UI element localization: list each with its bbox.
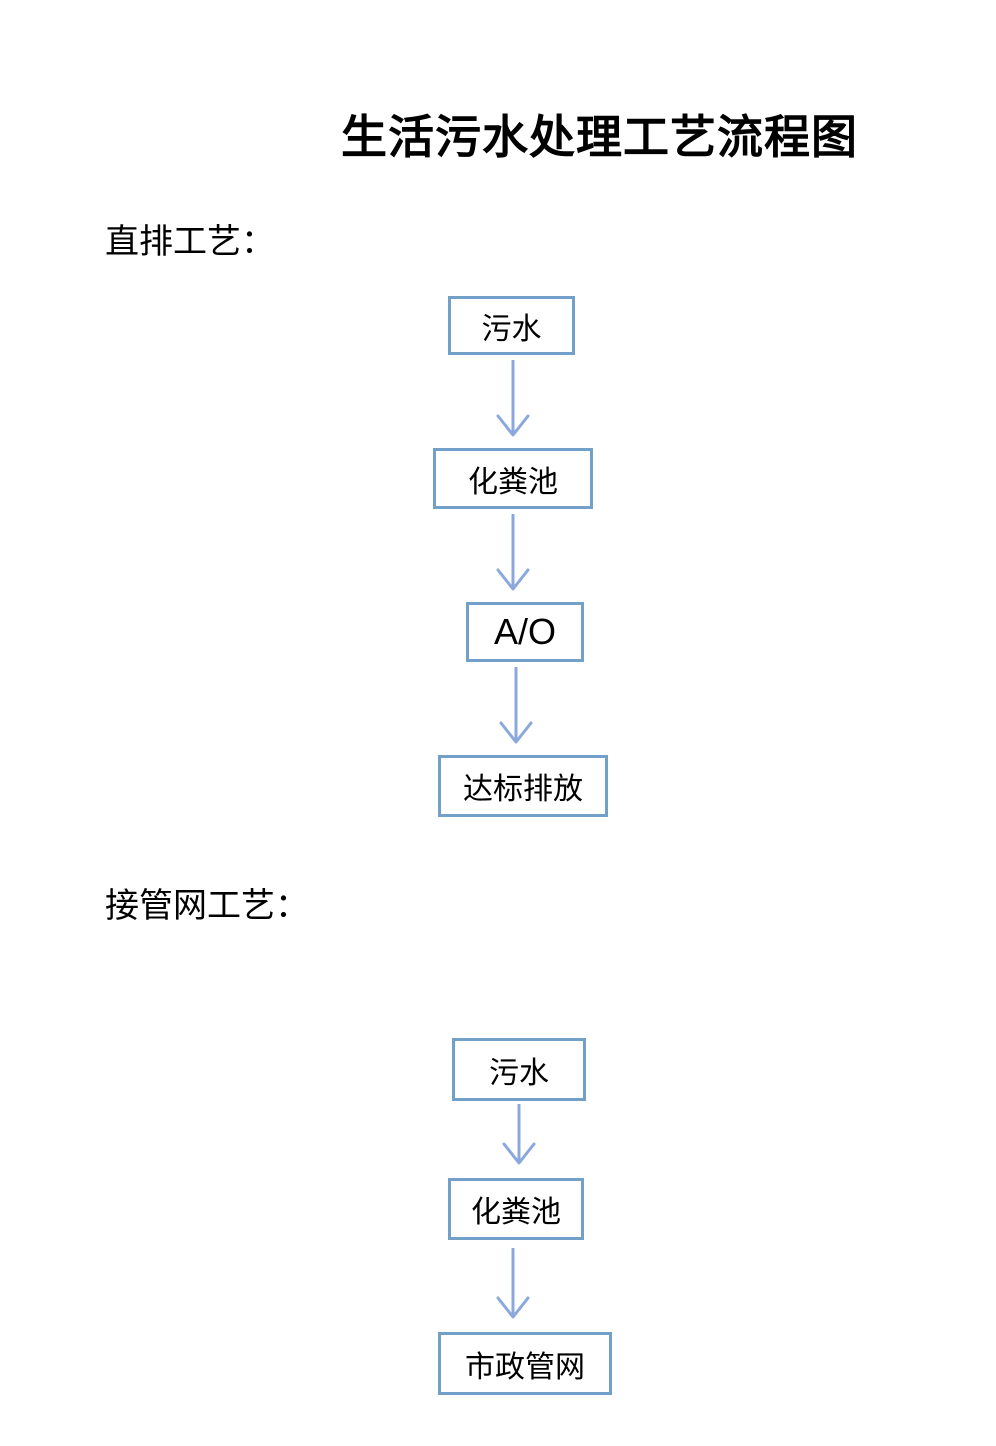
section-label-pipe-network: 接管网工艺：	[105, 888, 309, 925]
flow2-node-sewage: 污水	[452, 1038, 586, 1101]
flow-node-label: 污水	[481, 312, 542, 346]
flow1-node-standard-discharge: 达标排放	[438, 755, 608, 817]
flow2-node-municipal-pipe-network: 市政管网	[438, 1332, 612, 1395]
flow-node-label: 化粪池	[468, 465, 558, 499]
page-title: 生活污水处理工艺流程图	[341, 111, 858, 163]
down-arrow-icon	[496, 360, 530, 437]
flow1-node-septic-tank: 化粪池	[433, 448, 593, 509]
flow-node-label: 污水	[489, 1056, 549, 1090]
flow1-node-ao-process: A/O	[466, 602, 584, 662]
down-arrow-icon	[496, 1248, 530, 1319]
flow-node-label: A/O	[493, 611, 556, 652]
section-label-direct-discharge: 直排工艺：	[105, 224, 275, 261]
flow-node-label: 市政管网	[465, 1350, 585, 1384]
down-arrow-icon	[499, 667, 533, 744]
flow-node-label: 达标排放	[463, 773, 583, 806]
flow-node-label: 化粪池	[471, 1196, 561, 1229]
flow2-node-septic-tank: 化粪池	[448, 1178, 584, 1240]
flow1-node-sewage: 污水	[448, 296, 575, 355]
down-arrow-icon	[502, 1104, 536, 1165]
down-arrow-icon	[496, 514, 530, 591]
